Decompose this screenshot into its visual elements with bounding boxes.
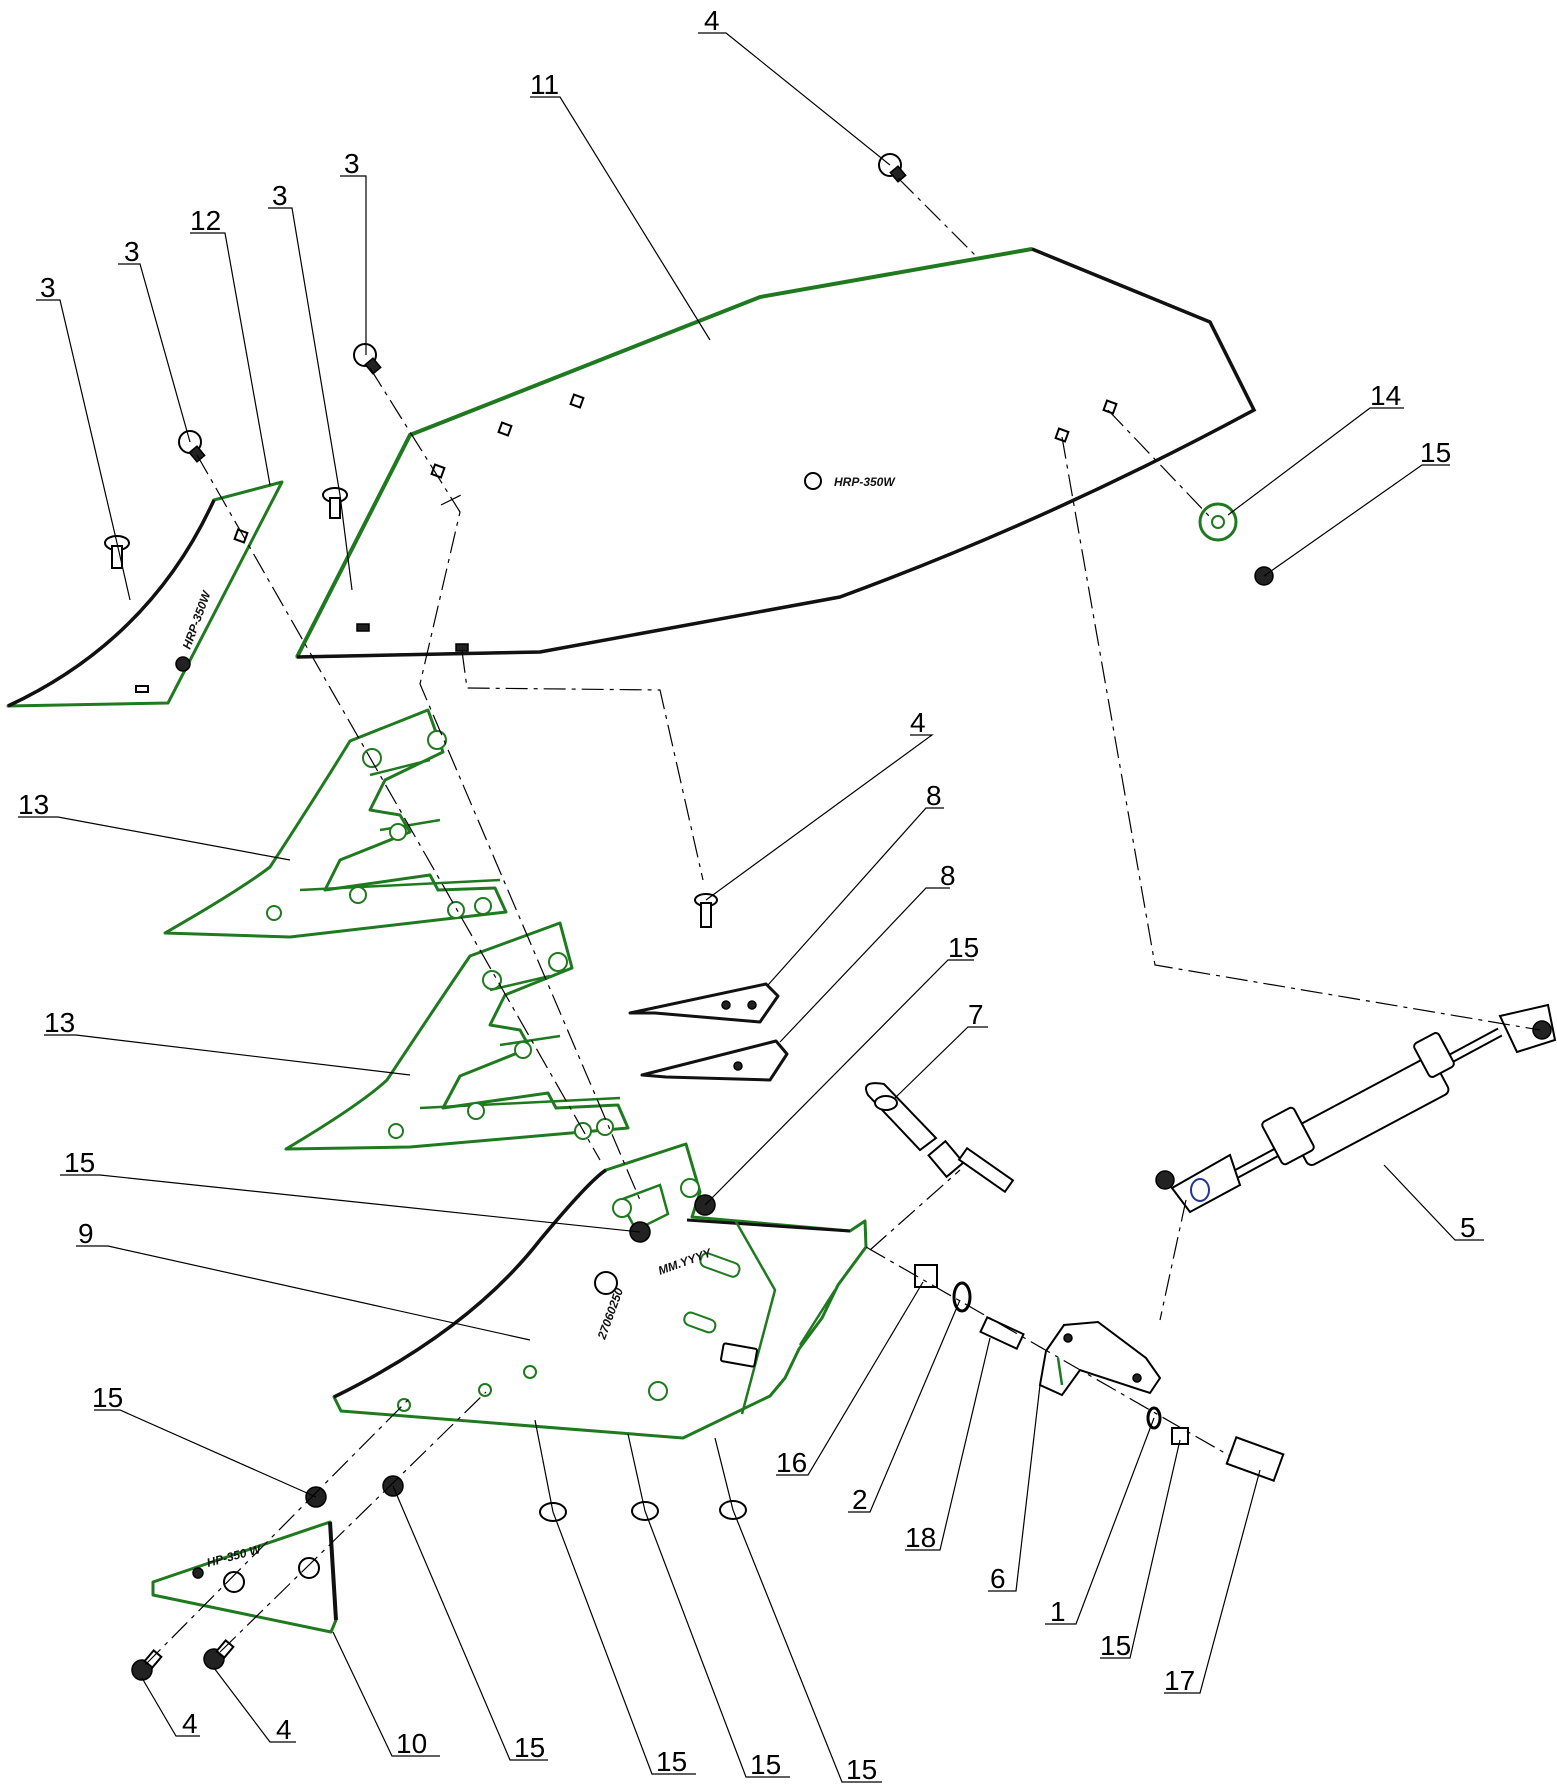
bracket-upper-part xyxy=(628,982,780,1024)
callout-17: 17 xyxy=(1164,1665,1195,1696)
callout-15-e: 15 xyxy=(1100,1630,1131,1661)
eye-bolt-part xyxy=(865,1082,1015,1194)
callout-16: 16 xyxy=(776,1447,807,1478)
hardware-nuts xyxy=(305,502,1274,1522)
callout-15-a: 15 xyxy=(1420,437,1451,468)
callout-7: 7 xyxy=(968,999,984,1030)
callout-12: 12 xyxy=(190,205,221,236)
moldboard-part: HRP-350W xyxy=(295,247,1257,659)
callout-15-c: 15 xyxy=(64,1147,95,1178)
callout-4-br: 4 xyxy=(276,1714,292,1745)
share-point-part: HP-350 W xyxy=(151,1520,338,1634)
hardware-bolts xyxy=(104,153,1285,1681)
angle-bracket-part xyxy=(1038,1320,1162,1397)
callout-5: 5 xyxy=(1460,1212,1476,1243)
callout-13-b: 13 xyxy=(44,1007,75,1038)
callout-11: 11 xyxy=(530,69,559,100)
bolt-3-shin xyxy=(178,430,206,463)
bracket-lower-part xyxy=(640,1039,789,1082)
share-upper-part xyxy=(163,708,508,939)
nut-15-right xyxy=(1171,1427,1189,1445)
bolt-3-lower xyxy=(322,487,348,519)
cylinder-part xyxy=(1155,1003,1557,1214)
callout-3-d: 3 xyxy=(40,272,56,303)
callout-18: 18 xyxy=(905,1522,936,1553)
callout-15-h: 15 xyxy=(750,1749,781,1780)
callout-3-a: 3 xyxy=(344,148,360,179)
callout-numbers: 4 11 3 3 12 3 3 14 15 13 4 8 8 15 13 7 1… xyxy=(18,5,1476,1785)
callout-8-a: 8 xyxy=(926,780,942,811)
callout-4-top: 4 xyxy=(704,5,720,36)
callout-15-i: 15 xyxy=(846,1754,877,1785)
bolt-4-bottom-right xyxy=(203,1639,235,1670)
callout-14: 14 xyxy=(1370,380,1401,411)
callout-6: 6 xyxy=(990,1563,1006,1594)
callout-15-f: 15 xyxy=(514,1732,545,1763)
bolt-4-mid xyxy=(694,893,718,928)
frog-part: 27060250 MM.YYYY xyxy=(332,1142,868,1440)
callout-3-b: 3 xyxy=(272,180,288,211)
bolt-4-top xyxy=(878,153,907,183)
nut-16 xyxy=(914,1264,938,1288)
moldboard-stamp: HRP-350W xyxy=(834,475,896,489)
bolt-17 xyxy=(1225,1436,1285,1482)
callout-4-bl: 4 xyxy=(182,1708,198,1739)
shin-part: HRP-350W xyxy=(6,480,284,708)
bolt-4-bottom-left xyxy=(131,1649,163,1681)
callout-4-mid: 4 xyxy=(910,707,926,738)
callout-3-c: 3 xyxy=(124,236,140,267)
assembly-lines xyxy=(144,177,1541,1666)
callout-13-a: 13 xyxy=(18,789,49,820)
callout-8-b: 8 xyxy=(940,860,956,891)
callout-15-d: 15 xyxy=(92,1382,123,1413)
callout-10: 10 xyxy=(396,1728,427,1759)
callout-15-b: 15 xyxy=(948,932,979,963)
bolt-3-moldboard xyxy=(353,343,382,375)
callout-1: 1 xyxy=(1050,1596,1066,1627)
callout-9: 9 xyxy=(78,1218,94,1249)
bolt-18 xyxy=(979,1315,1025,1351)
callout-15-g: 15 xyxy=(656,1746,687,1777)
callout-2: 2 xyxy=(852,1484,868,1515)
leader-lines xyxy=(18,32,1484,1783)
washer-2 xyxy=(952,1281,972,1313)
share-lower-part xyxy=(284,921,630,1151)
